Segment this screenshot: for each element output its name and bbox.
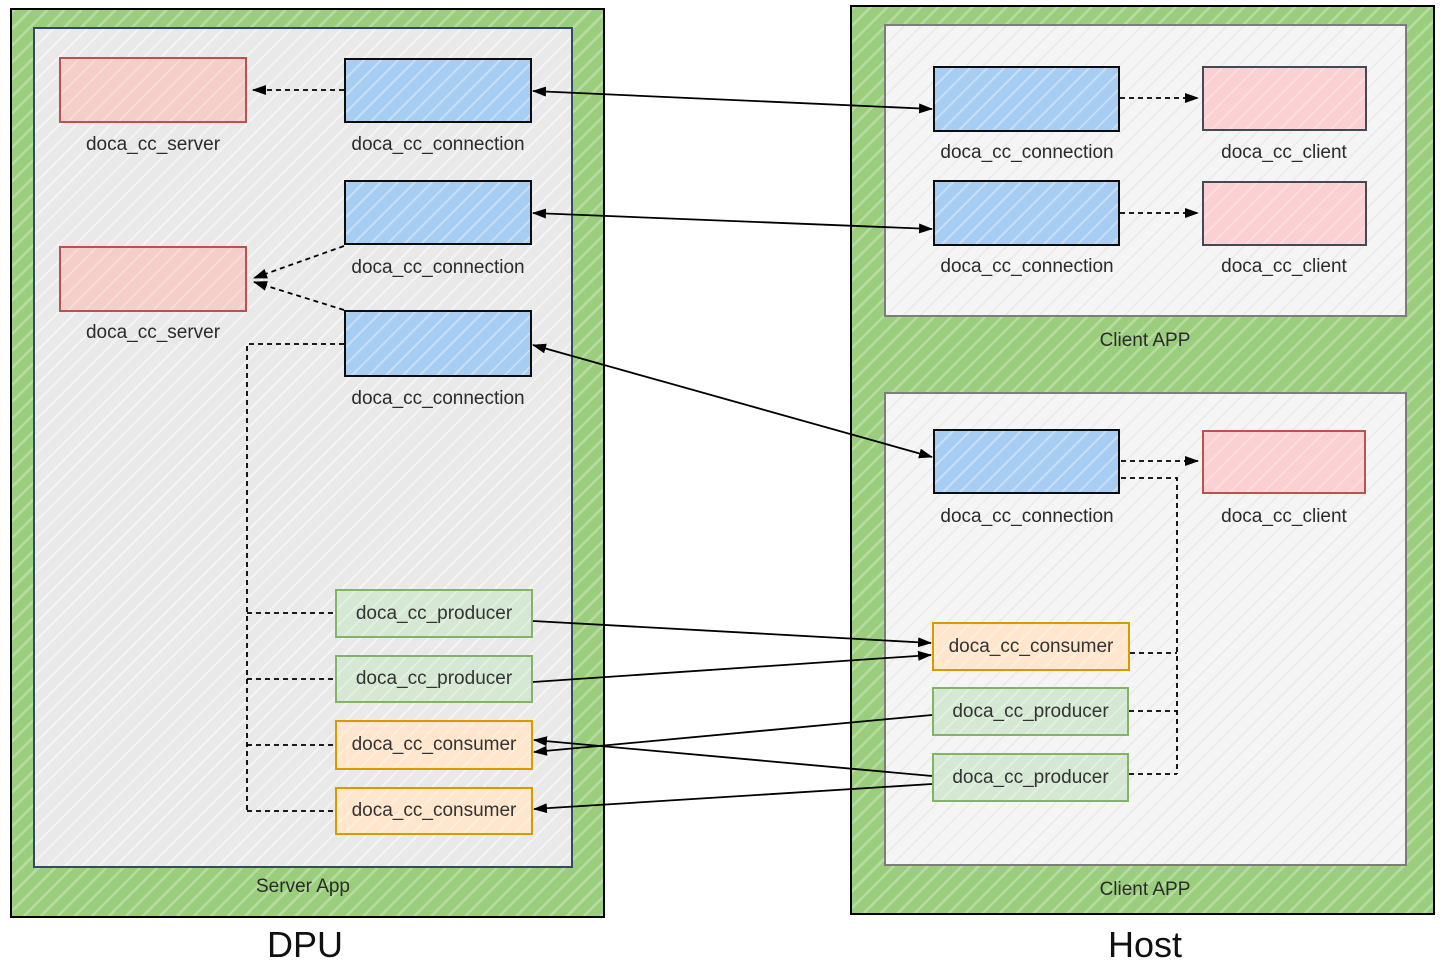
host-client-box-1 (1202, 66, 1367, 131)
host-client-label-3: doca_cc_client (1221, 506, 1347, 527)
host-consumer-box-1: doca_cc_consumer (932, 622, 1130, 671)
dpu-connection-label-1: doca_cc_connection (351, 134, 525, 155)
host-client-box-2 (1202, 181, 1367, 246)
host-connection-box-1 (933, 66, 1120, 132)
dpu-consumer-box-1: doca_cc_consumer (335, 720, 533, 770)
dpu-server-label-1: doca_cc_server (85, 134, 221, 155)
dpu-server-label-2: doca_cc_server (85, 322, 221, 343)
dpu-connection-label-2: doca_cc_connection (351, 257, 525, 278)
host-title: Host (1107, 924, 1183, 961)
dpu-producer-box-2: doca_cc_producer (335, 655, 533, 703)
host-connection-box-3 (933, 429, 1120, 494)
host-producer-box-2: doca_cc_producer (932, 753, 1129, 802)
host-connection-label-3: doca_cc_connection (940, 506, 1114, 527)
dpu-connection-box-1 (344, 58, 532, 123)
client-app-1-label: Client APP (1099, 330, 1191, 351)
dpu-connection-box-3 (344, 310, 532, 377)
host-producer-label-1: doca_cc_producer (952, 700, 1109, 722)
dpu-connection-label-3: doca_cc_connection (351, 388, 525, 409)
host-client-label-1: doca_cc_client (1221, 142, 1347, 163)
dpu-consumer-box-2: doca_cc_consumer (335, 787, 533, 835)
dpu-consumer-label-1: doca_cc_consumer (351, 734, 517, 755)
client-app-2-label: Client APP (1099, 879, 1191, 900)
dpu-server-box-2 (59, 246, 247, 312)
dpu-connection-box-2 (344, 180, 532, 245)
host-consumer-label-1: doca_cc_consumer (948, 635, 1114, 657)
dpu-producer-label-1: doca_cc_producer (355, 602, 513, 624)
host-client-box-3 (1202, 430, 1366, 494)
host-connection-label-2: doca_cc_connection (940, 256, 1114, 277)
dpu-title: DPU (266, 924, 343, 961)
host-client-label-2: doca_cc_client (1221, 256, 1347, 277)
host-connection-box-2 (933, 180, 1120, 246)
dpu-server-box-1 (59, 57, 247, 123)
host-connection-label-1: doca_cc_connection (940, 142, 1114, 163)
host-producer-label-2: doca_cc_producer (952, 766, 1109, 788)
host-producer-box-1: doca_cc_producer (932, 687, 1129, 736)
dpu-producer-label-2: doca_cc_producer (355, 668, 513, 689)
server-app-label: Server App (256, 876, 350, 897)
dpu-consumer-label-2: doca_cc_consumer (351, 800, 517, 821)
dpu-producer-box-1: doca_cc_producer (335, 589, 533, 638)
